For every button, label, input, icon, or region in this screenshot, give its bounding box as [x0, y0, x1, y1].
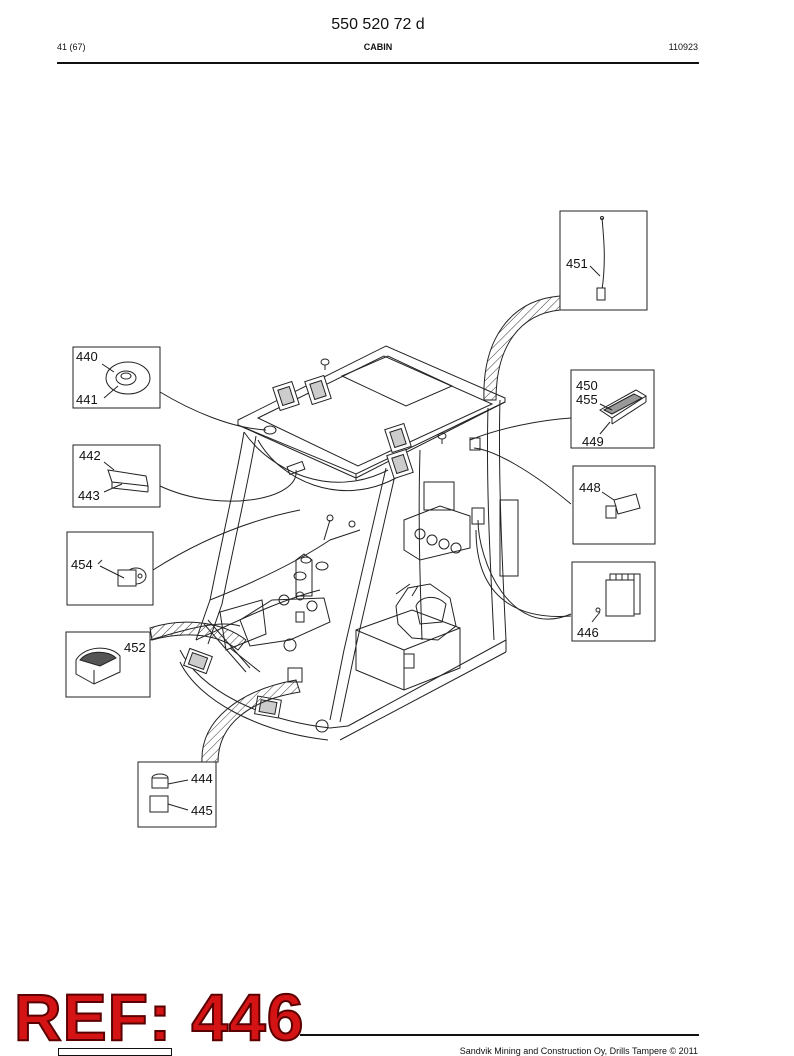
callout-452: 452 [124, 640, 146, 655]
relay-448 [601, 491, 641, 519]
detail-box-446 [571, 561, 656, 642]
callout-440: 440 [76, 349, 98, 364]
heatsink-module-446 [591, 573, 641, 623]
work-light-bumper-left [183, 647, 213, 675]
detail-box-452 [65, 631, 151, 698]
page-reference: 41 (67) [57, 42, 86, 52]
detail-box-454 [66, 531, 154, 606]
detail-box-442 [72, 444, 161, 508]
footer-copyright: Sandvik Mining and Construction Oy, Dril… [459, 1046, 698, 1056]
work-light-roof-left [272, 380, 300, 412]
callout-442: 442 [79, 448, 101, 463]
work-light-front-right-upper [384, 422, 412, 454]
callout-449: 449 [582, 434, 604, 449]
section-title: CABIN [363, 42, 393, 52]
detail-box-451 [559, 210, 648, 311]
cabin-body-drawing [179, 345, 519, 741]
wiper-motor-454 [97, 559, 147, 587]
reference-stamp: REF: 446 [13, 980, 305, 1054]
antenna-cable-451 [589, 216, 606, 301]
wiring-harness-451 [483, 295, 561, 401]
detail-box-448 [572, 465, 656, 545]
lamp-module-450 [599, 389, 647, 435]
wiring-harness-444 [201, 679, 301, 763]
push-button-444 [149, 773, 189, 813]
date-code: 110923 [668, 42, 698, 52]
document-number: 550 520 72 d [331, 16, 425, 33]
work-light-roof-center [304, 374, 332, 406]
callout-451: 451 [566, 256, 588, 271]
light-bar-442 [103, 461, 149, 493]
callout-448: 448 [579, 480, 601, 495]
beacon-light-452 [75, 647, 121, 685]
callout-441: 441 [76, 392, 98, 407]
callout-446: 446 [577, 625, 599, 640]
callout-455: 455 [576, 392, 598, 407]
detail-box-440 [72, 346, 161, 409]
wiring-harness-452 [149, 621, 247, 651]
callout-454: 454 [71, 557, 93, 572]
detail-box-450 [570, 369, 655, 449]
work-light-front-right-lower [386, 448, 414, 480]
callout-450: 450 [576, 378, 598, 393]
grommet-440 [101, 361, 151, 399]
callout-443: 443 [78, 488, 100, 503]
header-divider [57, 62, 699, 64]
callout-445: 445 [191, 803, 213, 818]
detail-box-444 [137, 761, 217, 828]
roof-beacons [263, 358, 485, 525]
sandvik-logo [58, 1048, 172, 1056]
footer-divider [300, 1034, 699, 1036]
callout-444: 444 [191, 771, 213, 786]
